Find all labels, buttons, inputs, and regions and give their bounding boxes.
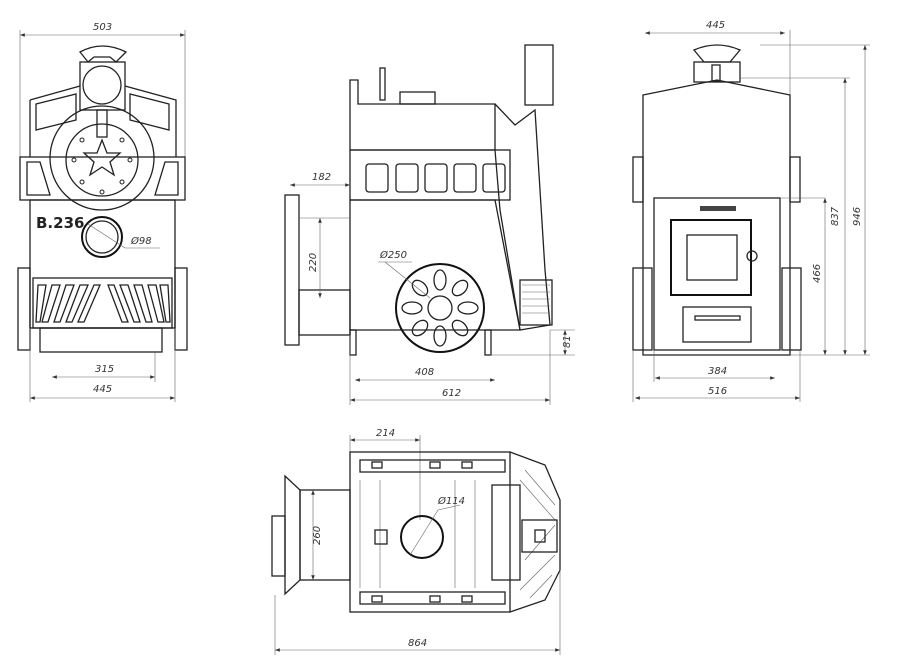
lamp-box	[79, 61, 126, 111]
dim-door-offset: 182	[312, 172, 331, 183]
fire-door	[670, 219, 752, 296]
star-icon	[82, 138, 122, 177]
top-view: 214 Ø114 260 864	[271, 428, 561, 655]
dim-overall-length: 612	[442, 388, 461, 399]
side-view: Ø250 182 220 408 612 81	[284, 44, 575, 405]
grate-slots	[35, 284, 171, 323]
ash-drawer	[39, 327, 163, 353]
windows	[365, 163, 506, 193]
dim-drawer-width: 315	[95, 364, 114, 375]
dim-overall-height: 946	[852, 207, 863, 226]
chimney-cap	[692, 44, 742, 63]
door-flange	[284, 474, 301, 596]
dim-door-section-height: 466	[812, 264, 823, 283]
front-nose	[509, 451, 561, 613]
door-handle	[746, 250, 758, 262]
dim-overall-width: 503	[93, 22, 112, 33]
dim-door-height: 220	[308, 253, 319, 272]
feed-tunnel	[298, 289, 351, 336]
front-nose	[494, 103, 551, 331]
dim-top-overall-length: 864	[408, 638, 427, 649]
rear-view: 445 837 946 466 384 516	[632, 20, 870, 402]
firebox-side	[349, 199, 521, 331]
dim-body-length: 408	[415, 367, 434, 378]
cab-outline	[29, 85, 177, 157]
upper-body	[349, 79, 496, 151]
dim-base-height: 81	[562, 335, 573, 348]
chimney-cap	[79, 45, 128, 63]
chimney	[524, 44, 554, 106]
dim-rear-overall-width: 516	[708, 386, 727, 397]
fire-door-top	[271, 515, 286, 577]
flue-collar	[400, 515, 444, 559]
wheel-right	[174, 267, 188, 351]
dim-flue-offset: 214	[376, 428, 395, 439]
front-plate	[653, 197, 781, 351]
chimney-top	[521, 519, 558, 553]
front-view: B.236 Ø98 315 445 503	[17, 22, 188, 402]
dim-body-width: 445	[93, 384, 112, 395]
wheel	[395, 263, 485, 353]
dim-wheel-diameter: Ø250	[379, 249, 407, 261]
dim-height-to-shoulder: 837	[830, 206, 841, 226]
dim-top-width: 445	[706, 20, 725, 31]
brand-logo	[700, 206, 736, 211]
wheel-right	[781, 267, 802, 351]
rear-body	[642, 79, 791, 356]
wheel-left	[632, 267, 653, 351]
dim-tunnel-width: 260	[312, 526, 323, 545]
model-marking: B.236	[36, 214, 84, 232]
dim-flue-diameter: Ø98	[130, 235, 152, 247]
ash-drawer	[682, 306, 752, 343]
dim-door-width: 384	[708, 366, 727, 377]
grille	[519, 279, 553, 326]
headlamp	[82, 65, 122, 105]
feed-tunnel	[299, 489, 351, 581]
top-body	[349, 451, 511, 613]
smokebox-door	[65, 123, 139, 197]
wheel-left	[17, 267, 31, 351]
dim-top-flue-diameter: Ø114	[437, 495, 465, 507]
boiler-circle	[49, 105, 155, 211]
flue-hole	[81, 216, 123, 258]
door-plate	[284, 194, 300, 346]
